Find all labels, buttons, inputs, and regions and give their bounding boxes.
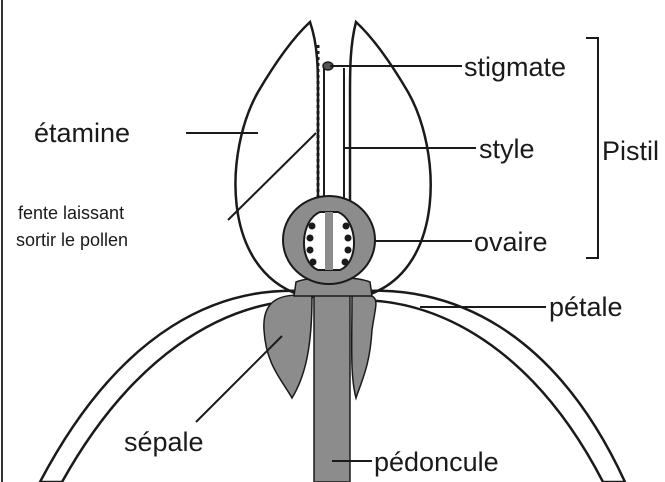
label-fente-line2: sortir le pollen <box>16 230 128 250</box>
style-fill <box>325 68 343 198</box>
label-pistil: Pistil <box>602 136 659 166</box>
pistil-bracket <box>586 38 598 258</box>
label-fente-line1: fente laissant <box>18 203 124 223</box>
leader-sepale <box>196 336 282 422</box>
peduncle <box>314 290 350 482</box>
label-pedoncule: pédoncule <box>374 447 499 477</box>
label-petale: pétale <box>549 292 623 322</box>
label-style: style <box>479 134 535 164</box>
label-ovaire: ovaire <box>474 227 548 257</box>
label-stigmate: stigmate <box>464 52 566 82</box>
ovary-septum <box>325 212 333 270</box>
sepal-right <box>352 295 376 398</box>
label-sepale: sépale <box>124 427 204 457</box>
label-etamine: étamine <box>34 118 130 148</box>
